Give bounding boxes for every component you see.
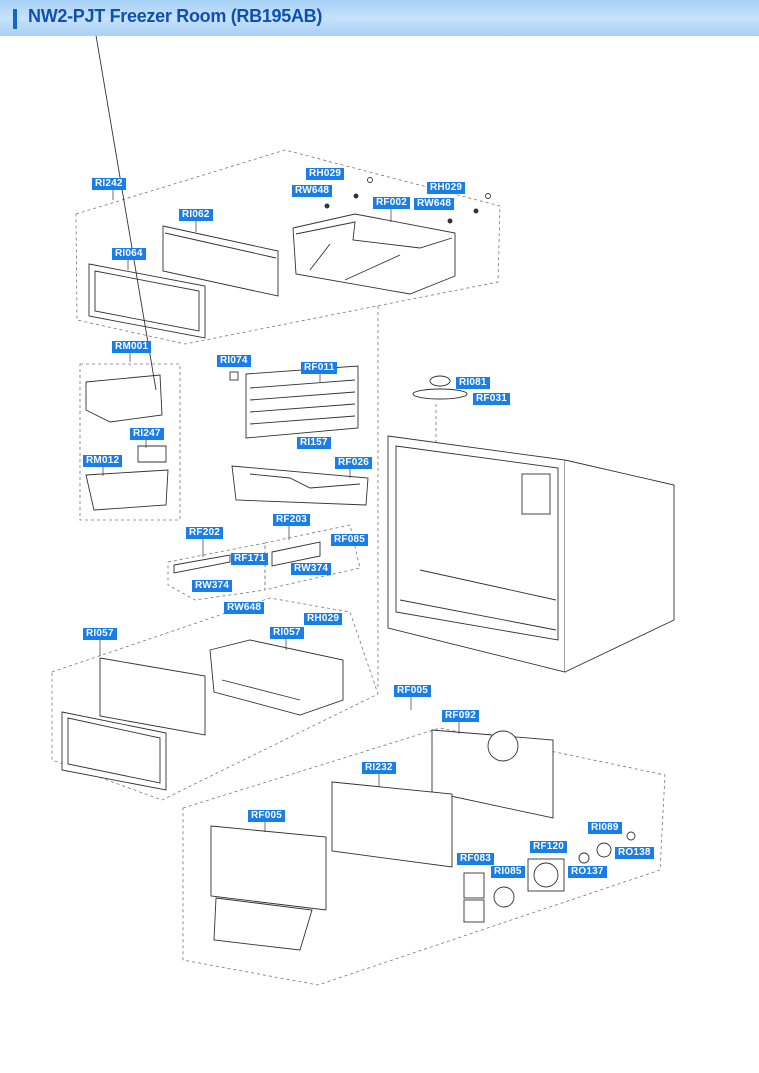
part-ri064-drawing (88, 263, 206, 339)
boundary-upper-drawer-group (75, 149, 501, 345)
part-label-rf120[interactable]: RF120 (530, 841, 568, 853)
boundary-lower-drawer-group (51, 597, 379, 801)
boundary-rf202-group (167, 542, 266, 601)
page-title: NW2-PJT Freezer Room (RB195AB) (28, 6, 323, 26)
part-label-rf092[interactable]: RF092 (442, 710, 480, 722)
part-label-rh029-a[interactable]: RH029 (306, 168, 345, 180)
boundary-ice-maker-group (79, 363, 181, 521)
part-label-rf002[interactable]: RF002 (373, 197, 411, 209)
part-label-ri062[interactable]: RI062 (179, 209, 213, 221)
part-rf120-shroud-drawing (527, 858, 565, 892)
part-ri085-fan-blade-drawing (493, 886, 515, 908)
part-label-ro137[interactable]: RO137 (568, 866, 607, 878)
part-rf011-evaporator-drawing (229, 365, 359, 439)
part-label-ri081[interactable]: RI081 (456, 377, 490, 389)
part-drawings (61, 36, 675, 951)
part-label-ri157[interactable]: RI157 (297, 437, 331, 449)
boundary-rf203-group (264, 524, 361, 591)
part-label-rw374-a[interactable]: RW374 (192, 580, 233, 592)
part-freezer-cabinet-drawing (387, 435, 675, 673)
part-ri232-cover-drawing (331, 781, 453, 868)
part-rf092-drawing (431, 729, 554, 819)
boundary-fan-cover-group (182, 727, 666, 986)
part-rf002-drawer-drawing (292, 177, 491, 295)
part-label-ro138[interactable]: RO138 (615, 847, 654, 859)
part-label-rf031[interactable]: RF031 (473, 393, 511, 405)
part-label-ri247[interactable]: RI247 (130, 428, 164, 440)
part-rf083-motor-drawing (463, 872, 485, 923)
part-label-rw648-b[interactable]: RW648 (414, 198, 455, 210)
part-label-rf005-a[interactable]: RF005 (394, 685, 432, 697)
part-label-rf202[interactable]: RF202 (186, 527, 224, 539)
part-ro137-drawing (578, 852, 590, 864)
part-label-rf085[interactable]: RF085 (331, 534, 369, 546)
part-label-ri057-a[interactable]: RI057 (83, 628, 117, 640)
part-rf005-cover-drawing (210, 825, 327, 951)
part-rf085-drawing (271, 541, 321, 567)
part-ri057-frame-drawing (61, 711, 167, 791)
part-label-rf203[interactable]: RF203 (273, 514, 311, 526)
part-ri062-drawing (162, 225, 279, 297)
part-label-ri064[interactable]: RI064 (112, 248, 146, 260)
part-label-ri074[interactable]: RI074 (217, 355, 251, 367)
part-label-rh029-b[interactable]: RH029 (427, 182, 466, 194)
header-accent-bar (13, 9, 17, 29)
part-label-rw374-b[interactable]: RW374 (291, 563, 332, 575)
part-label-rw648-a[interactable]: RW648 (292, 185, 333, 197)
exploded-parts-diagram (51, 36, 675, 986)
part-label-ri085[interactable]: RI085 (491, 866, 525, 878)
part-label-rw648-c[interactable]: RW648 (224, 602, 265, 614)
part-label-rh029-c[interactable]: RH029 (304, 613, 343, 625)
part-label-rf083[interactable]: RF083 (457, 853, 495, 865)
part-label-rf171[interactable]: RF171 (231, 553, 269, 565)
part-label-rf005-b[interactable]: RF005 (248, 810, 286, 822)
part-label-ri242[interactable]: RI242 (92, 178, 126, 190)
part-ro138-drawing (626, 831, 636, 841)
part-rm001-icemaker-drawing (85, 36, 169, 511)
part-label-rm012[interactable]: RM012 (83, 455, 123, 467)
part-label-rm001[interactable]: RM001 (112, 341, 152, 353)
leader-lines (99, 190, 460, 832)
part-label-ri057-b[interactable]: RI057 (270, 627, 304, 639)
part-label-ri089[interactable]: RI089 (588, 822, 622, 834)
part-rf026-duct-drawing (231, 465, 369, 506)
part-ri057-drawer-drawing (209, 639, 344, 716)
part-label-rf011[interactable]: RF011 (301, 362, 338, 374)
part-label-rf026[interactable]: RF026 (335, 457, 373, 469)
part-ri057-panel-drawing (99, 657, 206, 736)
part-rf031-lamp-cover-drawing (412, 375, 468, 400)
part-rf171-drawing (173, 554, 231, 574)
page-header: NW2-PJT Freezer Room (RB195AB) (0, 0, 759, 36)
part-label-ri232[interactable]: RI232 (362, 762, 396, 774)
part-ri089-drawing (596, 842, 612, 858)
